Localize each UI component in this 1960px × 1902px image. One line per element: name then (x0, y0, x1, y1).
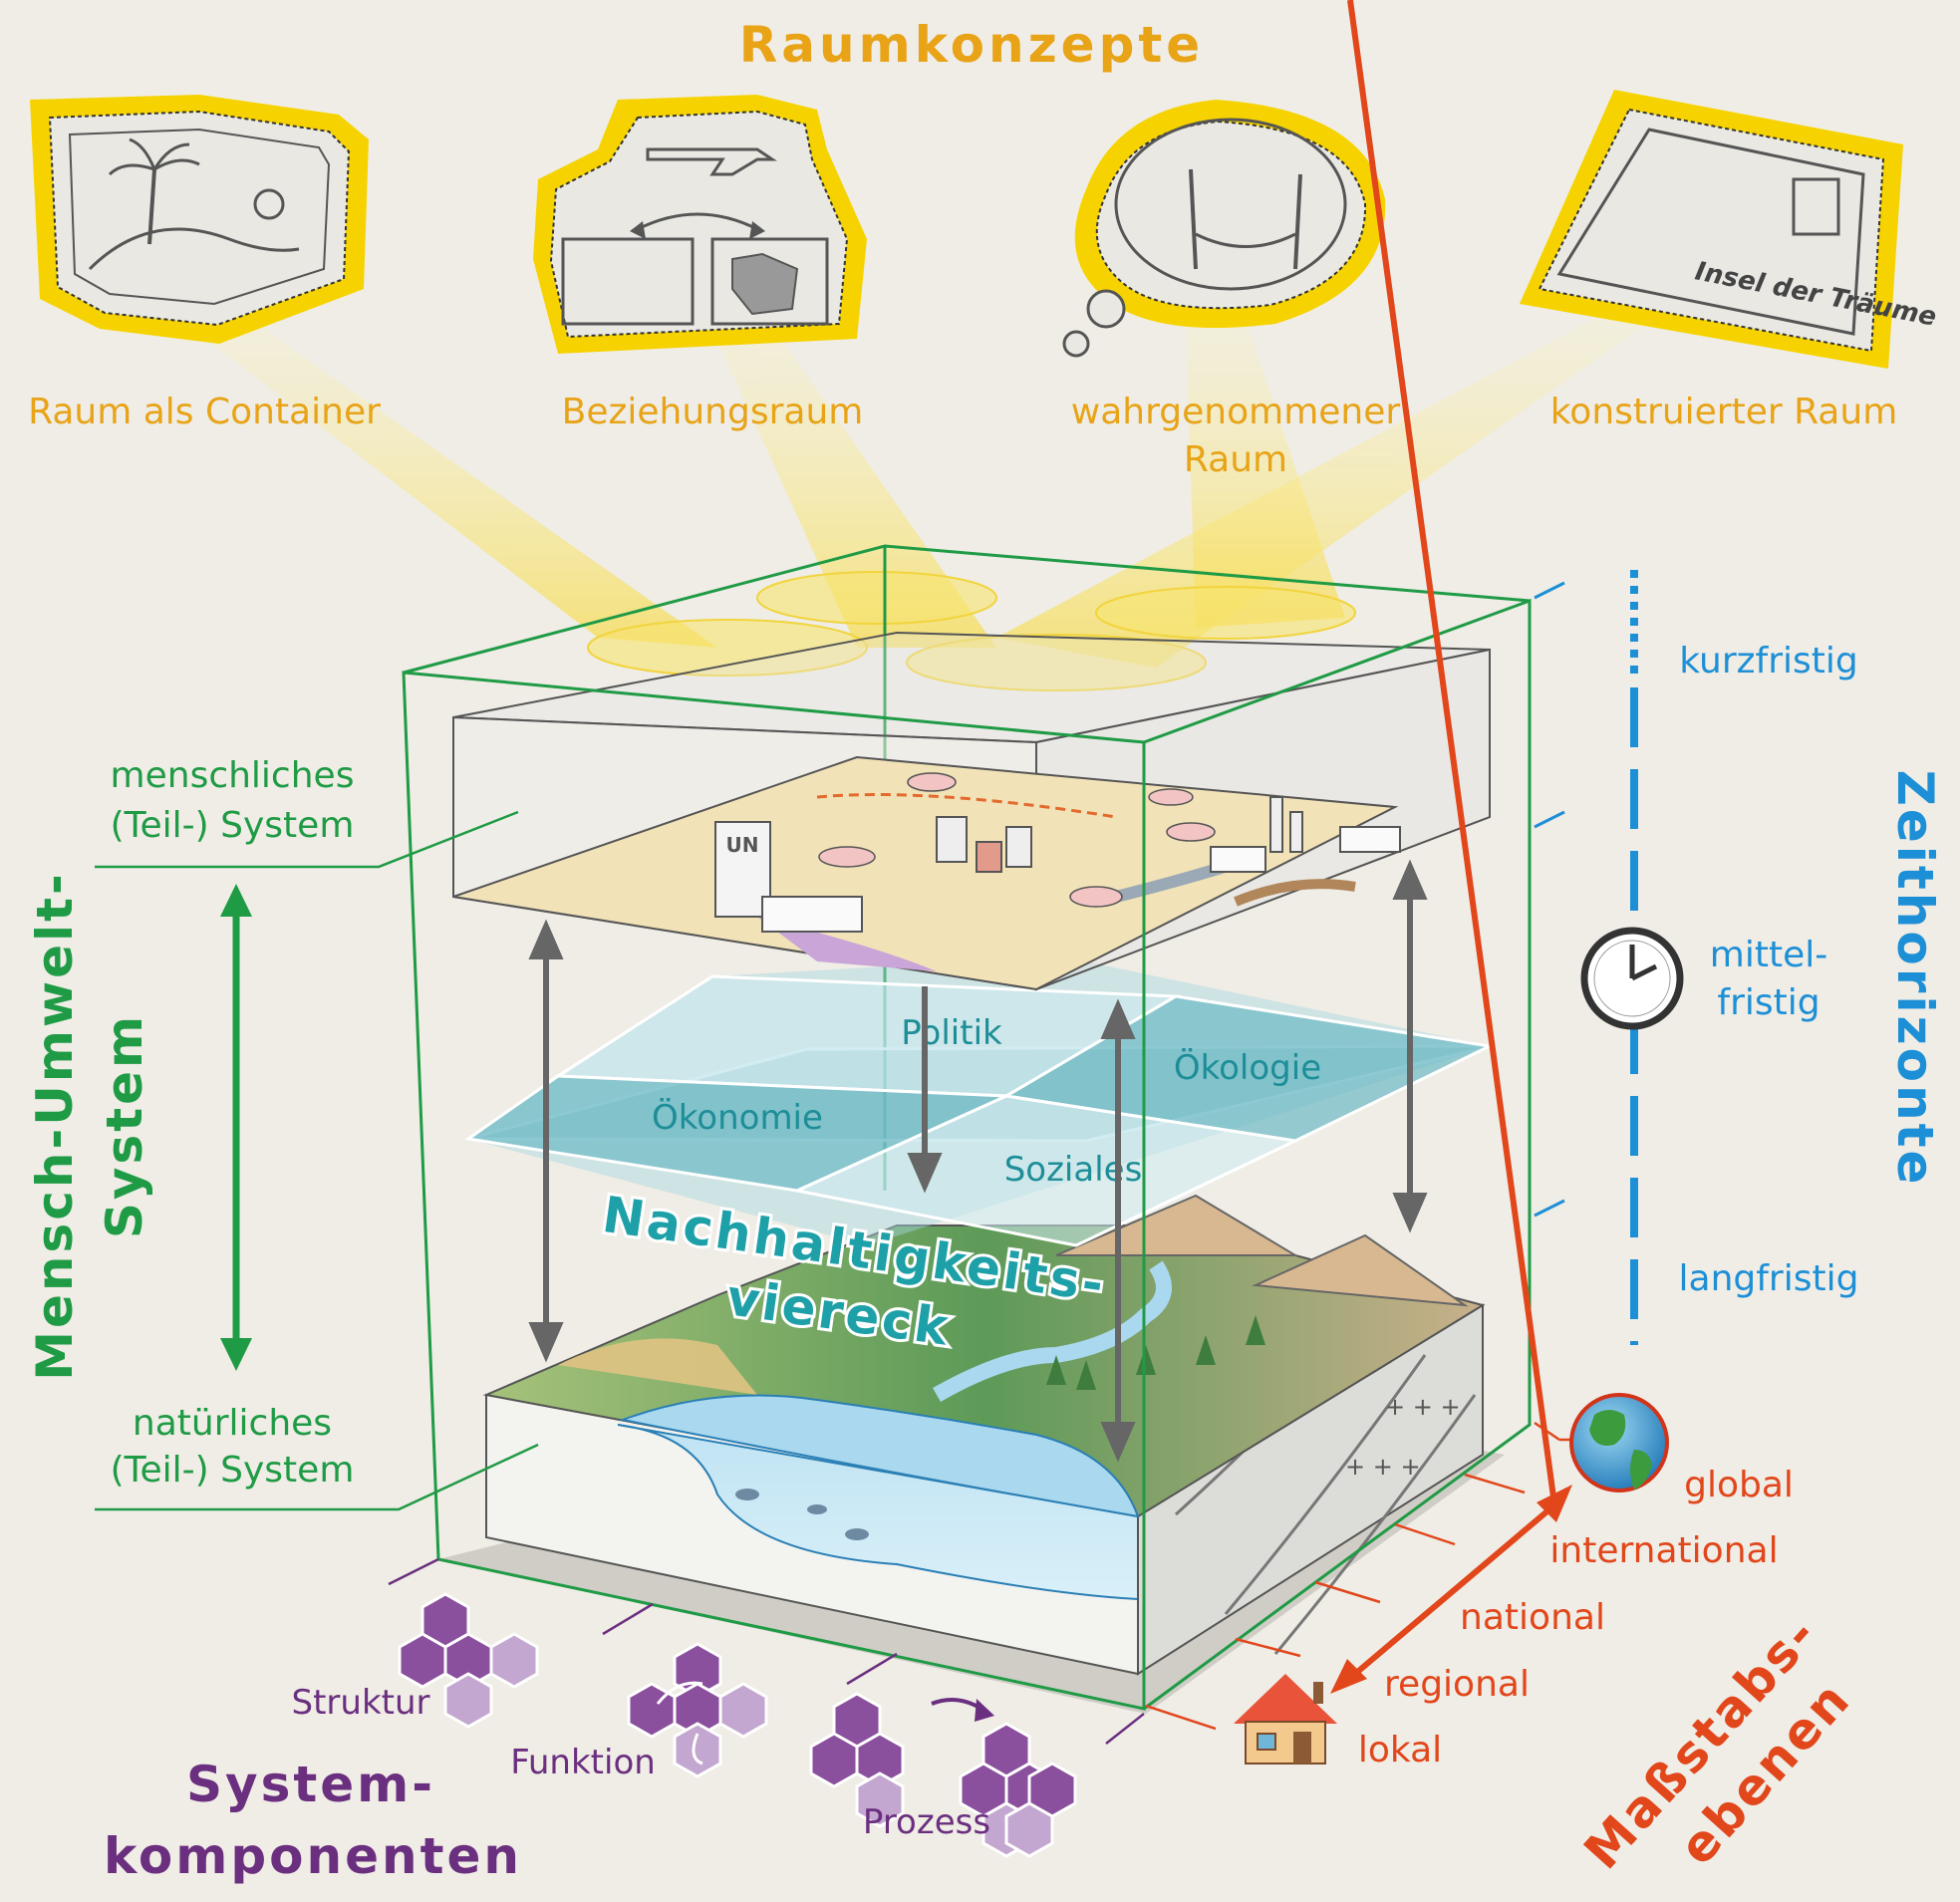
quadrant-oekologie: Ökologie (1174, 1047, 1321, 1088)
components-title-2: komponenten (104, 1827, 522, 1885)
scale-local: lokal (1358, 1730, 1442, 1770)
left-annotations (95, 810, 539, 1511)
natural-system-label-1: natürliches (133, 1403, 332, 1444)
human-system-label-1: menschliches (111, 755, 355, 796)
river (933, 1260, 1172, 1402)
components-title-1: System- (186, 1756, 435, 1813)
component-process: Prozess (863, 1802, 990, 1842)
clock-icon (1580, 927, 1684, 1030)
svg-text:+ + +: + + + (1345, 1453, 1421, 1481)
time-mid-2: fristig (1717, 982, 1820, 1023)
concept-label-constructed: konstruierter Raum (1550, 392, 1898, 432)
man-environment-title-1: Mensch-Umwelt- (26, 871, 84, 1381)
concept-label-container: Raum als Container (28, 392, 381, 432)
time-long: langfristig (1679, 1258, 1859, 1299)
light-beams (179, 319, 1654, 691)
time-mid-1: mittel- (1710, 935, 1827, 975)
constructed-space-badge: Insel der Träume (1520, 90, 1939, 369)
scale-regional: regional (1384, 1664, 1530, 1705)
perceived-space-badge (1062, 100, 1386, 358)
globe-icon (1569, 1393, 1669, 1493)
forest (1046, 1315, 1265, 1390)
natural-system-label-2: (Teil-) System (111, 1450, 355, 1491)
hammock-icon (1195, 232, 1296, 248)
human-system-block: UN (452, 631, 1491, 991)
system-cube-front (402, 598, 1532, 1711)
arrow-up-icon (220, 884, 252, 917)
chimney-icon (1269, 796, 1283, 853)
interaction-arrows (528, 859, 1428, 1463)
human-system-label-2: (Teil-) System (111, 805, 355, 846)
un-building-icon (714, 821, 771, 918)
scale-national: national (1460, 1597, 1605, 1638)
scale-arrow (1330, 0, 1572, 1694)
time-title: Zeithorizonte (1886, 770, 1944, 1188)
container-space-badge (30, 95, 369, 344)
palm-icon (147, 168, 156, 245)
man-environment-title-2: System (96, 1013, 153, 1238)
relational-space-badge (533, 95, 867, 354)
cloud-icon (253, 188, 285, 220)
concept-label-relational: Beziehungsraum (562, 392, 864, 432)
quadrant-soziales: Soziales (1004, 1150, 1143, 1190)
component-structure: Struktur (292, 1683, 430, 1723)
arrow-down-icon (220, 1338, 252, 1371)
scale-global: global (1684, 1465, 1794, 1505)
diagram-title: Raumkonzepte (739, 16, 1204, 74)
concept-label-perceived-2: Raum (1184, 439, 1287, 480)
scale-international: international (1549, 1530, 1778, 1571)
man-environment-title: Mensch-Umwelt- System (26, 871, 153, 1381)
country-map-icon (731, 252, 799, 316)
quadrant-oekonomie: Ökonomie (652, 1097, 823, 1138)
time-short: kurzfristig (1679, 641, 1857, 681)
structure-hex-icon (398, 1592, 539, 1729)
house-icon (936, 816, 968, 863)
un-label: UN (726, 833, 759, 857)
process-hex-icon (809, 1692, 1077, 1858)
lake (619, 1394, 1140, 1518)
house-local-icon (1234, 1674, 1337, 1765)
concept-label-perceived-1: wahrgenommener (1071, 392, 1401, 432)
factory-icon (1210, 846, 1266, 873)
quadrant-politik: Politik (901, 1013, 1002, 1053)
sustainability-square (464, 956, 1495, 1247)
postage-stamp-icon (1792, 177, 1840, 236)
airplane-icon (646, 147, 777, 176)
svg-text:+ + +: + + + (1385, 1393, 1461, 1421)
mine-icon (1234, 879, 1356, 907)
function-hex-icon (627, 1642, 768, 1778)
palm-icon (1189, 168, 1198, 270)
natural-system-block: + + + + + + (438, 1194, 1505, 1714)
fish-icon (735, 1489, 869, 1540)
component-function: Funktion (510, 1743, 656, 1782)
component-ticks (388, 1557, 1145, 1745)
